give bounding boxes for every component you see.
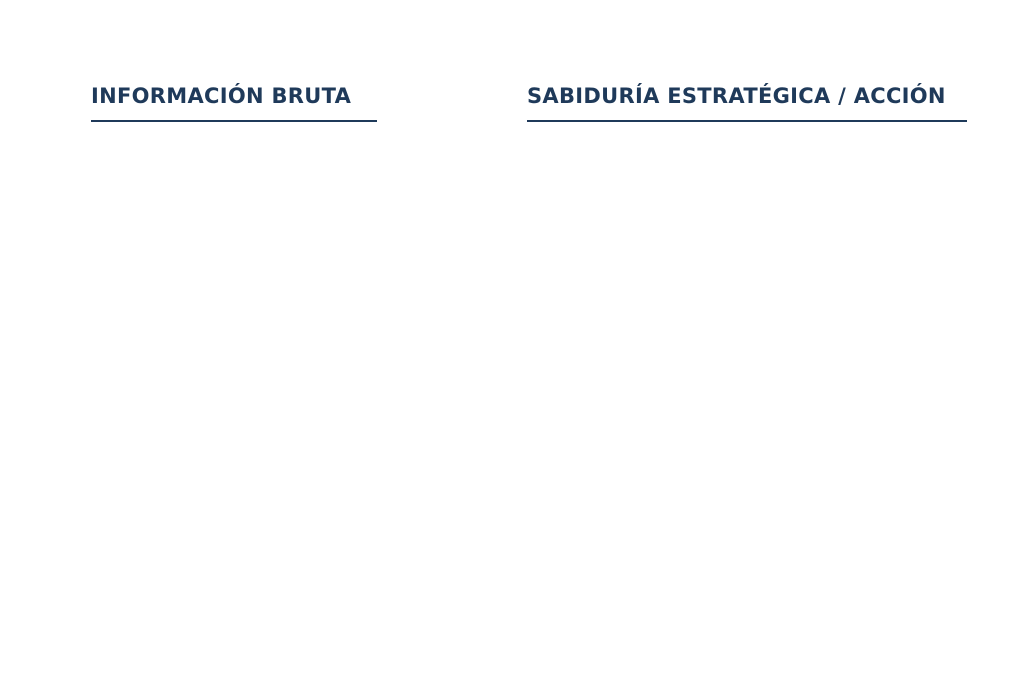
binary-row: 10110101010 (0, 323, 132, 347)
binary-row: 101 0101011 (0, 230, 120, 251)
binary-row: 0100101 (395, 304, 446, 318)
heading-strategic-wisdom: SABIDURÍA ESTRATÉGICA / ACCIÓN (527, 84, 946, 108)
heading-raw-information: INFORMACIÓN BRUTA (91, 84, 352, 108)
heading-left-underline (91, 120, 377, 122)
binary-row: 1010100101 (8, 487, 110, 507)
binary-row: 01001000111 (4, 262, 128, 283)
binary-row: 0001110 (0, 519, 69, 538)
prism (435, 218, 575, 415)
puzzle-piece (128, 373, 172, 407)
puzzle-piece (38, 183, 105, 256)
puzzle-piece (0, 458, 22, 492)
binary-row: 0111001 (395, 355, 446, 369)
puzzle-piece (188, 335, 275, 426)
puzzle-piece (128, 228, 182, 282)
puzzle-pieces (0, 183, 275, 492)
binary-row: 10100100 (395, 321, 453, 335)
background-panels (113, 72, 848, 650)
heading-right-underline (527, 120, 967, 122)
binary-row: 1000101 (8, 199, 82, 219)
binary-row: 01011001 (4, 455, 89, 475)
puzzle-piece (193, 246, 257, 302)
puzzle-piece (172, 448, 199, 472)
puzzle-piece (0, 258, 27, 297)
puzzle-piece (103, 234, 127, 256)
binary-row: 01010001 (4, 167, 86, 187)
binary-row: 01101 (0, 135, 49, 154)
puzzle-piece (148, 320, 187, 360)
binary-row: 0010100 (0, 422, 77, 443)
puzzle-piece (48, 399, 109, 454)
binary-row: 0100101001 (8, 292, 125, 315)
binary-row: 01001000 (395, 338, 453, 352)
orange-arrow (468, 243, 824, 442)
puzzle-piece (186, 204, 214, 237)
puzzle-piece (120, 447, 157, 481)
prism-glow (400, 200, 620, 460)
businessman (287, 192, 506, 641)
puzzle-piece (23, 276, 101, 352)
binary-row: 0011001 (4, 356, 86, 379)
binary-row: 1001010101 (8, 390, 121, 411)
target-motion-lines (799, 174, 986, 506)
target (784, 192, 984, 494)
